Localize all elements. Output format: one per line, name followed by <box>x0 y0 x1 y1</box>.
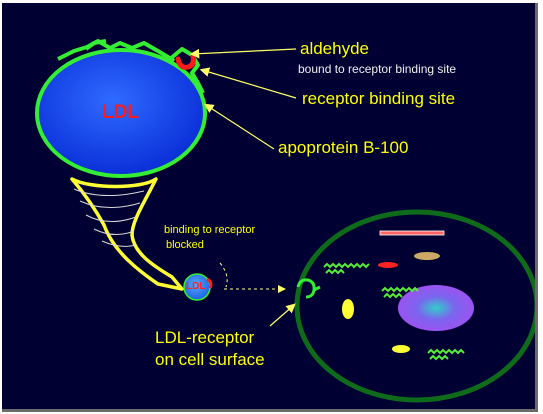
funnel-arrow <box>70 177 184 291</box>
receptor-binding-site-label: receptor binding site <box>302 89 456 108</box>
slide: LDL aldehyde bound to receptor binding s… <box>2 3 538 412</box>
nucleus <box>398 285 474 331</box>
binding-blocked-label-line2: blocked <box>166 239 204 251</box>
aldehyde-adduct <box>175 53 196 70</box>
small-ldl-label: LDL <box>186 281 206 292</box>
organelles <box>342 230 445 353</box>
blocked-binding-path <box>219 262 286 293</box>
diagram-artwork <box>35 39 535 403</box>
ldl-particle <box>35 48 207 178</box>
ldl-receptor <box>296 278 321 299</box>
apoprotein-label: apoprotein B-100 <box>278 138 409 157</box>
label-pointers <box>189 48 297 150</box>
aldehyde-label: aldehyde <box>300 39 370 58</box>
ldl-label: LDL <box>102 102 139 123</box>
ribosome-squiggles <box>323 262 465 361</box>
aldehyde-detail-label: bound to receptor binding site <box>298 62 457 76</box>
small-ldl-particle <box>183 273 213 301</box>
receptor-pointer <box>269 303 296 327</box>
binding-blocked-label-line1: binding to receptor <box>164 224 256 236</box>
ldl-receptor-label-line2: on cell surface <box>155 350 265 369</box>
ldl-receptor-label-line1: LDL-receptor <box>155 328 255 347</box>
apoprotein-band <box>57 39 205 94</box>
